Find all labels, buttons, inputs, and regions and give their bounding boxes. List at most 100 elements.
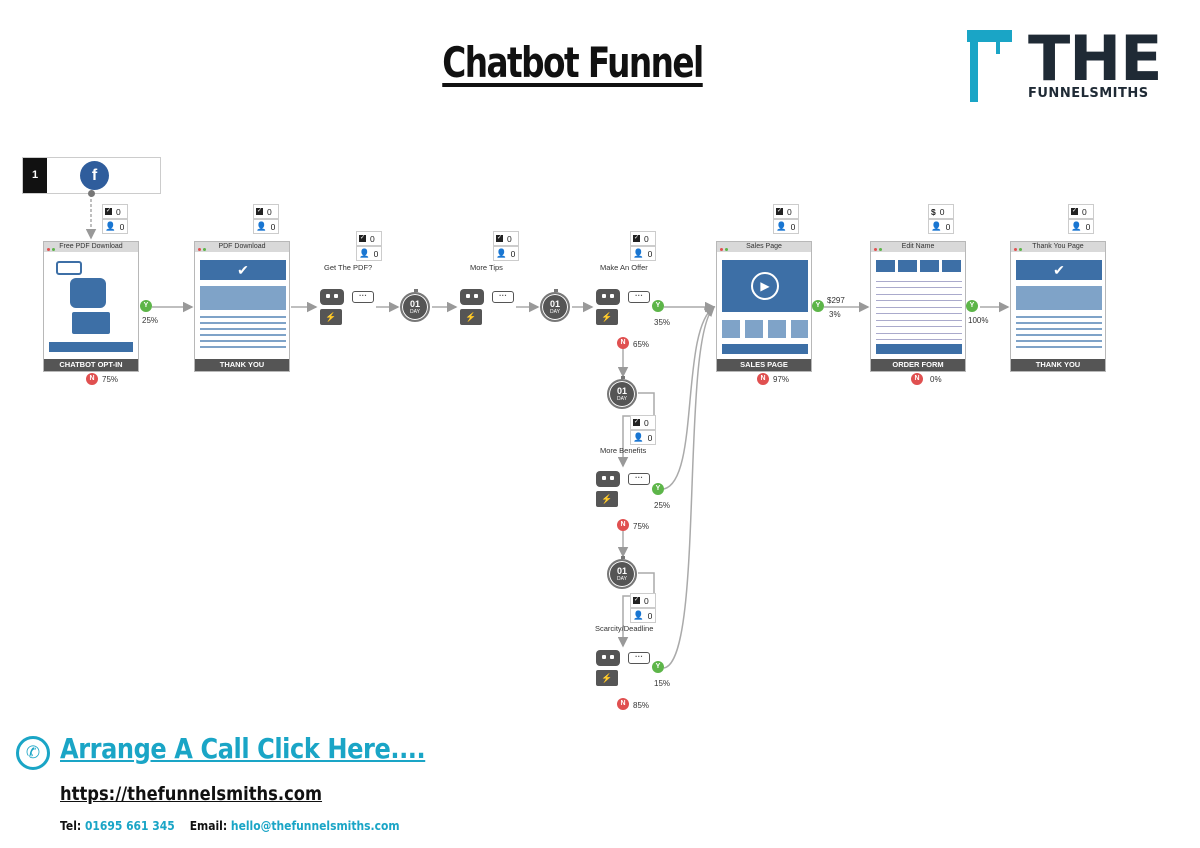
person-icon: 👤 [496,248,507,258]
pdf-thankyou-page[interactable]: PDF Download ✔ THANK YOU [194,241,290,372]
rate: 65% [633,340,650,349]
robot-icon [596,289,620,305]
chat-bubble-icon: ··· [352,291,374,303]
arrange-call-link[interactable]: Arrange A Call Click Here.... [60,732,426,765]
checkbox-icon: ✓ [256,208,263,215]
final-thankyou-page[interactable]: Thank You Page ✔ THANK YOU [1010,241,1106,372]
rate: 3% [829,310,841,319]
salespage-counters: ✓0👤0 [773,204,799,235]
logo-subtext: FUNNELSMITHS [1028,86,1149,101]
bot-label: More Benefits [600,446,647,455]
facebook-messenger-icon: f [80,161,109,190]
chat-bubble-icon [56,261,82,275]
dollar-icon: $ [931,206,936,217]
page-name: THANK YOU [195,359,289,371]
order-form-page[interactable]: Edit Name ORDER FORM [870,241,966,372]
checkbox-icon: ✓ [633,419,640,426]
checkmark-icon: ✔ [1016,260,1102,280]
thankyou-counters: ✓0👤0 [253,204,279,235]
chatbot-optin-page[interactable]: Free PDF Download CHATBOT OPT-IN [43,241,139,372]
person-icon: 👤 [1071,221,1082,231]
orderform-counters: $0👤0 [928,204,954,235]
chat-bubble-icon: ··· [628,473,650,485]
checkbox-icon: ✓ [633,597,640,604]
page-tab-label: Free PDF Download [59,243,123,250]
play-icon: ▶ [751,272,779,300]
messenger-icon: ⚡ [596,491,618,507]
source-number: 1 [23,158,47,193]
yes-badge: Y [652,661,664,673]
submit-bar [49,342,133,352]
page-tab-label: Sales Page [746,243,782,250]
submit-bar [876,344,962,354]
chatbot-node[interactable]: ⚡ [594,469,622,509]
yes-badge: Y [652,483,664,495]
chatbot-node[interactable]: ⚡ [594,648,622,688]
bot1-counters: ✓0👤0 [356,231,382,262]
person-icon: 👤 [359,248,370,258]
checkbox-icon: ✓ [105,208,112,215]
chatbot-node[interactable]: ⚡ [594,287,622,327]
phone-icon[interactable]: ✆ [16,736,50,770]
chatbot-node[interactable]: ⚡ [458,287,486,327]
person-icon: 👤 [776,221,787,231]
robot-icon [596,650,620,666]
text-lines [200,316,286,352]
yes-badge: Y [652,300,664,312]
page-name: SALES PAGE [717,359,811,371]
website-link[interactable]: https://thefunnelsmiths.com [60,783,323,805]
person-icon: 👤 [633,248,644,258]
bot3-counters: ✓0👤0 [630,231,656,262]
no-badge: N [617,519,629,531]
chat-bubble-icon: ··· [492,291,514,303]
page-name: THANK YOU [1011,359,1105,371]
no-badge: N [617,337,629,349]
bot-label: Get The PDF? [324,263,373,272]
content-block [200,286,286,310]
text-lines [1016,316,1102,352]
rate: 85% [633,701,650,710]
robot-icon [460,289,484,305]
robot-icon [596,471,620,487]
logo-mark-icon [967,30,1012,102]
chatbot-node[interactable]: ⚡ [318,287,346,327]
messenger-box-icon [72,312,110,334]
messenger-icon: ⚡ [320,309,342,325]
no-badge: N [757,373,769,385]
rate: 97% [773,375,790,384]
email-link[interactable]: hello@thefunnelsmiths.com [230,818,400,833]
cta-bar [722,344,808,354]
messenger-icon: ⚡ [596,670,618,686]
rate: 75% [102,375,119,384]
no-badge: N [86,373,98,385]
person-icon: 👤 [931,221,942,231]
bot-label: Make An Offer [600,263,648,272]
robot-icon [320,289,344,305]
bot-label: Scarcity/Deadline [595,624,654,633]
credit-card-icons [876,260,962,272]
sales-page[interactable]: Sales Page ▶ SALES PAGE [716,241,812,372]
page-tab-label: Thank You Page [1032,243,1084,250]
rate: 15% [654,679,671,688]
checkbox-icon: ✓ [359,235,366,242]
rate: 0% [930,375,942,384]
no-badge: N [911,373,923,385]
person-icon: 👤 [633,610,644,620]
yes-badge: Y [140,300,152,312]
page-tab-label: Edit Name [901,243,935,250]
checkbox-icon: ✓ [1071,208,1078,215]
optin-counters: ✓0👤0 [102,204,128,235]
phone-number[interactable]: 01695 661 345 [84,818,175,833]
rate: 100% [968,316,989,325]
messenger-icon: ⚡ [460,309,482,325]
traffic-source-node[interactable]: 1 f [22,157,161,194]
rate: 35% [654,318,671,327]
yes-badge: Y [812,300,824,312]
page-name: CHATBOT OPT-IN [44,359,138,371]
logo-text: THE [1028,22,1163,95]
